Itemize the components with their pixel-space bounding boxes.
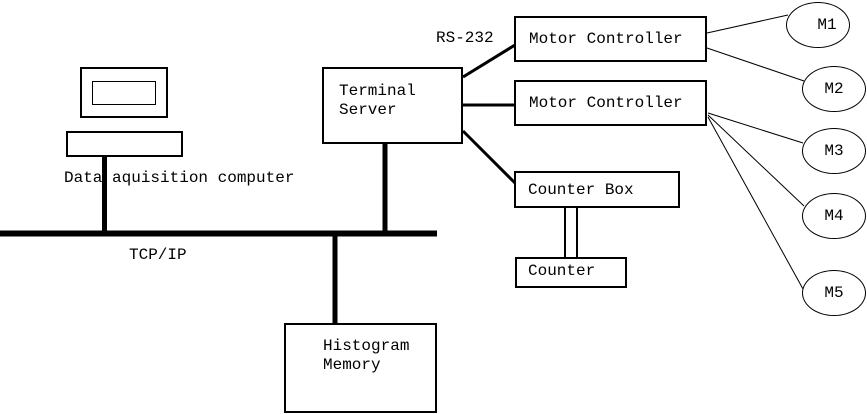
rs232-link-motor-controller-1: [462, 43, 516, 79]
motor-controller-2-box: Motor Controller: [514, 80, 707, 126]
motor-m2-node: M2: [802, 66, 866, 112]
tcp-ip-label: TCP/IP: [129, 246, 187, 264]
motor-m3-node: M3: [802, 128, 866, 174]
rs232-label: RS-232: [436, 29, 494, 47]
motor-m5-node: M5: [802, 270, 866, 316]
computer-keyboard-icon: [66, 131, 183, 157]
motor-controller-1-m1-link: [706, 14, 789, 34]
motor-controller-1-m2-link: [706, 47, 805, 82]
motor-m1-node: M1: [786, 2, 850, 48]
motor-m5-label: M5: [824, 284, 844, 302]
histogram-memory-box: Histogram Memory: [284, 323, 437, 413]
terminal-server-box: Terminal Server: [322, 67, 463, 144]
computer-screen-icon: [92, 81, 156, 105]
motor-m4-node: M4: [802, 193, 866, 239]
computer-caption: Data aquisition computer: [64, 169, 295, 187]
motor-controller-1-box: Motor Controller: [514, 16, 707, 62]
motor-controller-2-label: Motor Controller: [529, 94, 683, 112]
terminal-server-label: Terminal Server: [339, 82, 416, 119]
counter-label: Counter: [528, 262, 596, 280]
motor-controller-2-m3-link: [707, 112, 804, 144]
counter-box-box: Counter Box: [514, 171, 680, 208]
motor-m1-label: M1: [817, 16, 837, 34]
motor-controller-1-label: Motor Controller: [529, 30, 683, 48]
terminal-server-counter-box-link: [461, 129, 517, 185]
motor-m3-label: M3: [824, 142, 844, 160]
motor-controller-2-m5-link: [707, 116, 804, 290]
counter-node-box: Counter: [515, 257, 627, 288]
motor-controller-2-m4-link: [707, 114, 805, 207]
counter-box-label: Counter Box: [528, 180, 634, 199]
motor-m2-label: M2: [824, 80, 844, 98]
motor-m4-label: M4: [824, 207, 844, 225]
histogram-memory-label: Histogram Memory: [323, 337, 410, 374]
